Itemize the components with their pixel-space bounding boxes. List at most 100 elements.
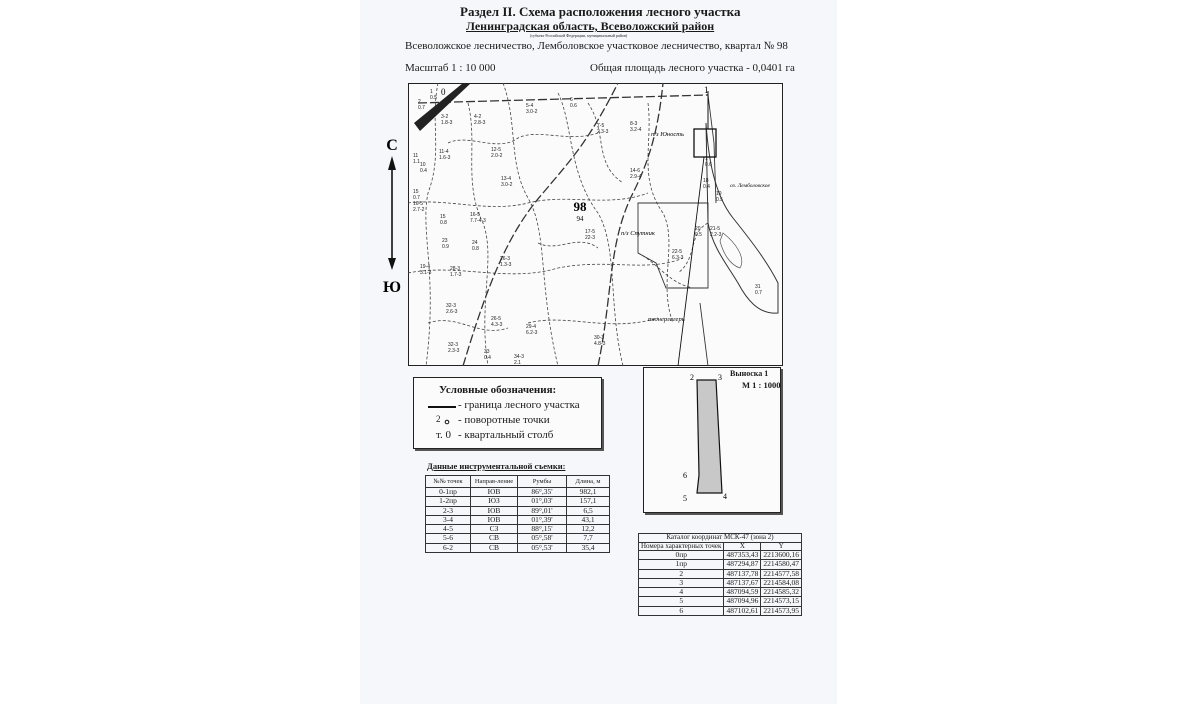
subplot-value: 0.6 <box>570 103 577 109</box>
subplot-number: 2 <box>418 99 421 105</box>
subplot-value: 2.2-3 <box>710 232 722 238</box>
subplot-number: 30-3 <box>594 335 604 341</box>
subplot-number: 1 <box>705 156 708 162</box>
table-cell: 2214577,58 <box>760 568 802 579</box>
table-cell: 6,5 <box>566 505 610 516</box>
subplot-number: 11 <box>413 153 418 159</box>
table-cell: ЮЗ <box>470 496 518 507</box>
subplot-value: 2.0-2 <box>491 153 503 159</box>
subplot-number: 22-5 <box>672 249 682 255</box>
subplot-value: 1.8-3 <box>441 120 453 126</box>
table-cell: 487102,61 <box>723 605 762 617</box>
place-label: п/з Спутник <box>621 230 656 237</box>
survey-header: Румбы <box>517 475 567 488</box>
subplot-value: 0.7 <box>755 290 762 296</box>
table-cell: 1-2пр <box>425 496 471 507</box>
table-cell: 35,4 <box>566 542 610 554</box>
legend-symbol: т. 0 <box>436 429 451 441</box>
table-cell: 487094,96 <box>723 596 762 607</box>
subplot-value: 0.9 <box>442 244 449 250</box>
subplot-value: 0.6 <box>705 162 712 168</box>
scale-label: Масштаб 1 : 10 000 <box>405 62 496 74</box>
table-cell: СВ <box>470 533 518 544</box>
subplot-value: 1.1 <box>413 159 420 165</box>
subplot-number: 33 <box>484 349 490 355</box>
subplot-number: 26-3 <box>500 256 510 262</box>
subplot-value: 0.7 <box>418 105 425 111</box>
table-cell: 1пр <box>637 559 725 570</box>
subplot-value: 1.7-3 <box>450 272 462 278</box>
place-label: п/з Юность <box>651 131 684 138</box>
area-label: Общая площадь лесного участка - 0,0401 г… <box>590 62 795 74</box>
forest-map: 0 1 98 94 п/з Юность оз. Лемболовское п/… <box>408 83 783 366</box>
subplot-value: 3.0-2 <box>501 182 513 188</box>
inset-point-label: 3 <box>718 373 722 382</box>
subplot-value: 2.3-3 <box>448 348 460 354</box>
table-cell: 2 <box>637 568 725 579</box>
subplot-number: 16-5 <box>413 201 423 207</box>
compass-arrow: С Ю <box>383 137 401 296</box>
subplot-number: 4-2 <box>474 114 481 120</box>
table-cell: 89°,01' <box>517 505 567 516</box>
survey-header: Длина, м <box>566 475 610 488</box>
table-cell: 487294,87 <box>723 559 762 570</box>
inset-title: Выноска 1 <box>730 369 769 378</box>
subplot-number: 3-2 <box>441 114 448 120</box>
survey-header: №№ точек <box>425 475 471 488</box>
turning-point-icon <box>444 419 450 425</box>
boundary-line-icon <box>428 406 456 408</box>
inset-plot-drawing: 2 3 4 5 6 <box>683 373 727 503</box>
table-cell: 487137,78 <box>723 568 762 579</box>
subplot-number: 32-3 <box>446 303 456 309</box>
table-cell: 6 <box>637 605 725 617</box>
subplot-value: 3.0-2 <box>526 109 538 115</box>
table-cell: 5 <box>637 596 725 607</box>
subplot-number: 31 <box>755 284 761 290</box>
subplot-number: 1 <box>430 89 433 95</box>
subplot-value: 0.4 <box>703 184 710 190</box>
subplot-value: 22-3 <box>585 235 595 241</box>
subplot-number: 17-5 <box>585 229 595 235</box>
subplot-number: 10 <box>420 162 426 168</box>
survey-table: №№ точек Направ-ление Румбы Длина, м 0-1… <box>425 475 610 554</box>
subplot-number: 16-5 <box>470 212 480 218</box>
subplot-number: 13-4 <box>501 176 511 182</box>
table-cell: 157,1 <box>566 496 610 507</box>
subplot-number: 21-5 <box>710 226 720 232</box>
table-cell: 2-3 <box>425 505 471 516</box>
subplot-value: 0.5 <box>695 232 702 238</box>
subplot-value: 2.7-2 <box>413 207 425 213</box>
subplot-number: 11-4 <box>439 149 449 155</box>
subplot-value: 1.6-3 <box>439 155 451 161</box>
inset-point-label: 2 <box>690 373 694 382</box>
subplot-value: 4.3-3 <box>491 322 503 328</box>
subplot-number: 32-3 <box>448 342 458 348</box>
subplot-value: 0.5 <box>716 197 723 203</box>
subplot-value: 7.7-4-3 <box>470 218 486 224</box>
legend-item: - граница лесного участка <box>458 399 580 411</box>
subplot-value: 4.8-3 <box>594 341 606 347</box>
subplot-number: 24 <box>472 240 478 246</box>
subplot-number: 34-3 <box>514 354 524 360</box>
survey-title: Данные инструментальной съемки: <box>427 461 566 471</box>
quarter-sub: 94 <box>577 215 585 223</box>
subject-note: (субъект Российской Федерации, муниципал… <box>530 33 628 38</box>
legend-item: - поворотные точки <box>458 414 550 426</box>
table-cell: СВ <box>470 542 518 554</box>
subplot-value: 2.6-3 <box>446 309 458 315</box>
subplot-value: 0.4 <box>484 355 491 361</box>
subplot-value: 2.8-3 <box>474 120 486 126</box>
table-cell: 01°,03' <box>517 496 567 507</box>
subplot-number: 12-5 <box>491 147 501 153</box>
place-label: пионерлагерь <box>648 316 685 323</box>
compass-south-label: Ю <box>383 279 401 296</box>
subplot-number: 26-5 <box>491 316 501 322</box>
quarter-post-label: 0 <box>441 87 446 97</box>
table-cell: 2214573,15 <box>760 596 802 607</box>
subplot-value: 3.1-3 <box>420 270 432 276</box>
subplot-number: 7-5 <box>597 123 604 129</box>
catalog-caption: Каталог координат МСК-47 (зона 2) <box>638 533 802 543</box>
